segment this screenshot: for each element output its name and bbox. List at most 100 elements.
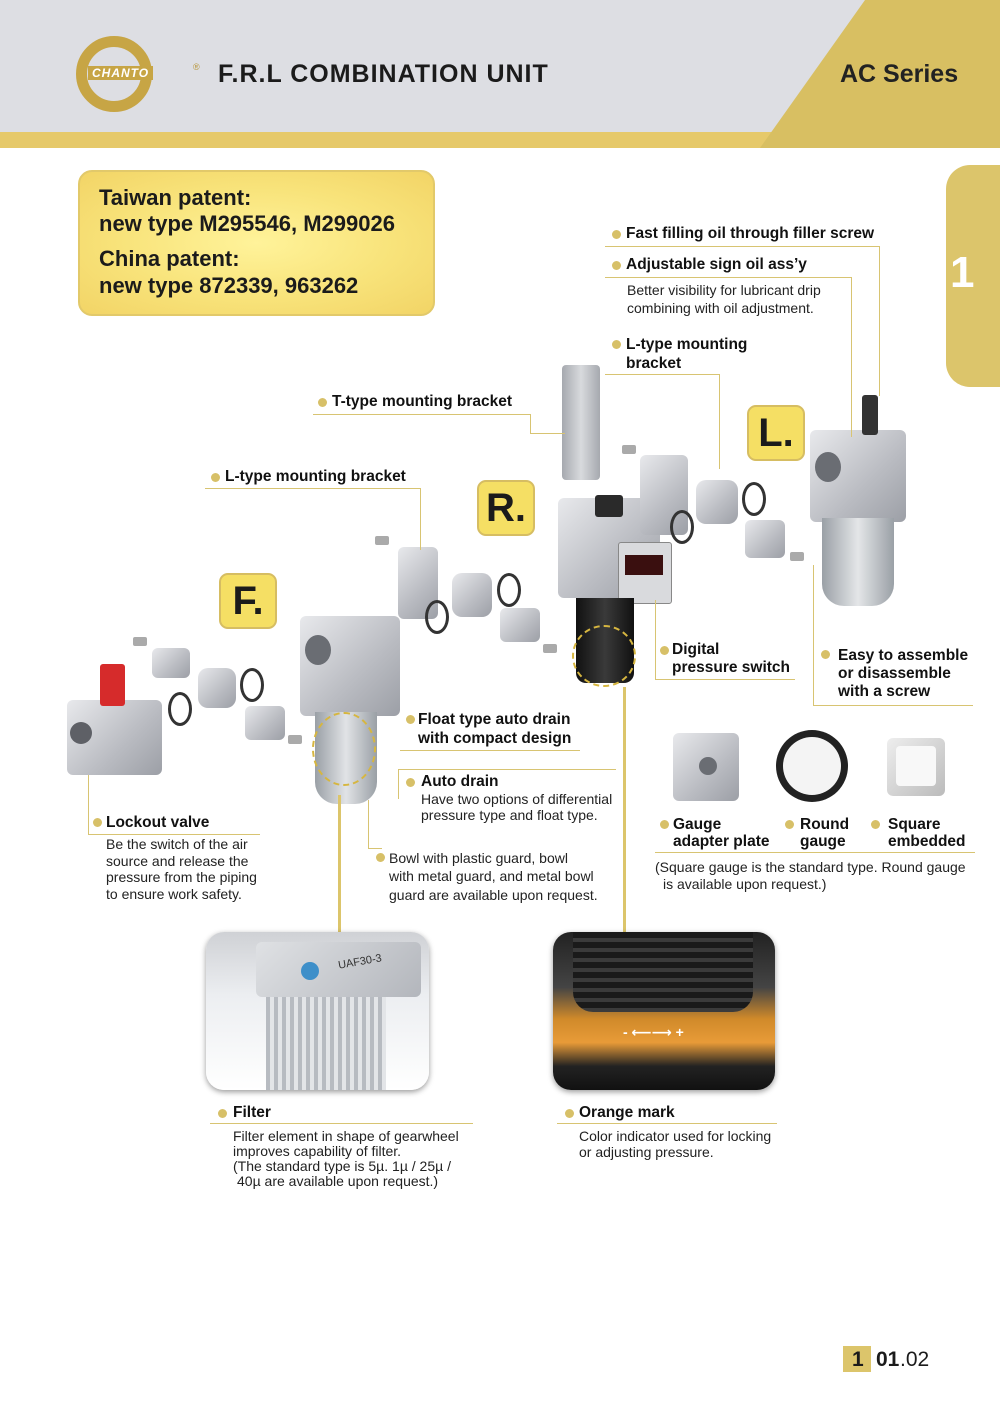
- logo-sticker-icon: [301, 962, 319, 980]
- screw-icon: [790, 552, 804, 561]
- label-lockout: Lockout valve: [106, 814, 210, 831]
- desc-filter-2: improves capability of filter.: [233, 1143, 402, 1159]
- filter-element: [266, 992, 386, 1090]
- bullet-dot: [318, 398, 327, 407]
- leader-line: [88, 834, 260, 835]
- leader-line: [368, 800, 369, 848]
- leader-line: [398, 769, 399, 799]
- thread-closeup: [573, 932, 753, 1012]
- label-l-bracket-top-2: bracket: [626, 355, 682, 372]
- connector-image: [696, 480, 738, 524]
- label-t-bracket: T-type mounting bracket: [332, 393, 512, 410]
- o-ring: [240, 668, 264, 702]
- bullet-dot: [785, 820, 794, 829]
- leader-line: [605, 277, 852, 278]
- chapter-tab: [946, 165, 1000, 387]
- leader-line: [605, 374, 720, 375]
- leader-line: [530, 414, 531, 434]
- screw-icon: [133, 637, 147, 646]
- regulator-cap: [595, 495, 623, 517]
- label-l-bracket-top-1: L-type mounting: [626, 336, 748, 353]
- desc-auto-drain-2: pressure type and float type.: [421, 807, 598, 823]
- bullet-dot: [406, 778, 415, 787]
- leader-line: [210, 1123, 473, 1124]
- lockout-connector: [198, 668, 236, 708]
- label-auto-drain: Auto drain: [421, 773, 499, 790]
- page-number-sub: .02: [900, 1348, 930, 1371]
- bullet-dot: [660, 820, 669, 829]
- leader-line: [368, 848, 382, 849]
- filter-body-image: [300, 616, 400, 716]
- square-gauge-face: [896, 746, 936, 786]
- o-ring: [670, 510, 694, 544]
- filter-badge: F.: [219, 573, 277, 629]
- filter-port: [305, 635, 331, 665]
- desc-bowl-1: Bowl with plastic guard, bowl: [389, 850, 568, 866]
- o-ring: [497, 573, 521, 607]
- orange-mark-closeup-photo: - ⟵⟶ +: [553, 932, 775, 1090]
- lockout-spacer-top: [152, 648, 190, 678]
- desc-orange-1: Color indicator used for locking: [579, 1128, 772, 1144]
- bullet-dot: [871, 820, 880, 829]
- regulator-badge: R.: [477, 480, 535, 536]
- leader-line: [813, 705, 973, 706]
- bullet-dot: [376, 853, 385, 862]
- page-chapter-number: 1: [852, 1348, 864, 1371]
- screw-icon: [375, 536, 389, 545]
- o-ring: [168, 692, 192, 726]
- leader-line: [557, 1123, 777, 1124]
- leader-line: [655, 600, 656, 680]
- leader-line: [420, 488, 421, 550]
- lockout-port: [70, 722, 92, 744]
- label-square-1: Square: [888, 816, 941, 833]
- leader-line-filter: [338, 795, 341, 935]
- screw-icon: [288, 735, 302, 744]
- leader-line: [88, 775, 89, 835]
- label-digital-1: Digital: [672, 641, 720, 658]
- desc-filter-4: 40µ are available upon request.): [237, 1173, 439, 1189]
- desc-bowl-3: guard are available upon request.: [389, 887, 598, 903]
- bullet-dot: [821, 650, 830, 659]
- series-title: AC Series: [840, 60, 959, 88]
- leader-line: [605, 246, 880, 247]
- desc-auto-drain-1: Have two options of differential: [421, 791, 613, 807]
- label-digital-2: pressure switch: [672, 659, 791, 676]
- lubricator-badge: L.: [747, 405, 805, 461]
- header-gold-band: [0, 132, 1000, 148]
- o-ring: [742, 482, 766, 516]
- page-title: F.R.L COMBINATION UNIT: [218, 60, 549, 88]
- label-adjustable-sign: Adjustable sign oil ass’y: [626, 256, 807, 273]
- t-bracket-image: [562, 365, 600, 480]
- gauge-note-1: (Square gauge is the standard type. Roun…: [655, 859, 966, 875]
- page-chapter-box: [843, 1346, 871, 1372]
- o-ring: [425, 600, 449, 634]
- label-easy-3: with a screw: [838, 683, 931, 700]
- lubricator-bowl: [822, 518, 894, 606]
- screw-icon: [622, 445, 636, 454]
- bullet-dot: [406, 715, 415, 724]
- leader-line: [851, 277, 852, 437]
- digital-display: [625, 555, 663, 575]
- chapter-tab-number: 1: [950, 248, 975, 297]
- filter-closeup-photo: UAF30-3: [206, 932, 429, 1090]
- lubricator-port: [815, 452, 841, 482]
- spacer-block: [245, 706, 285, 740]
- bullet-dot: [612, 340, 621, 349]
- desc-lockout-3: pressure from the piping: [106, 869, 257, 885]
- bullet-dot: [565, 1109, 574, 1118]
- desc-lockout-1: Be the switch of the air: [106, 836, 248, 852]
- label-easy-1: Easy to assemble: [838, 647, 969, 664]
- lubricator-filler-screw: [862, 395, 878, 435]
- patent-taiwan-numbers: new type M295546, M299026: [99, 211, 395, 236]
- bullet-dot: [660, 646, 669, 655]
- label-square-2: embedded: [888, 833, 966, 850]
- leader-line: [205, 488, 421, 489]
- patent-box: [78, 170, 435, 316]
- screw-icon: [543, 644, 557, 653]
- logo-registered-mark: ®: [193, 62, 200, 72]
- adjust-arrow-icon: - ⟵⟶ +: [623, 1024, 684, 1040]
- patent-china-numbers: new type 872339, 963262: [99, 273, 359, 298]
- leader-line: [719, 374, 720, 469]
- logo: CHANTO: [88, 66, 154, 80]
- label-l-bracket-left: L-type mounting bracket: [225, 468, 406, 485]
